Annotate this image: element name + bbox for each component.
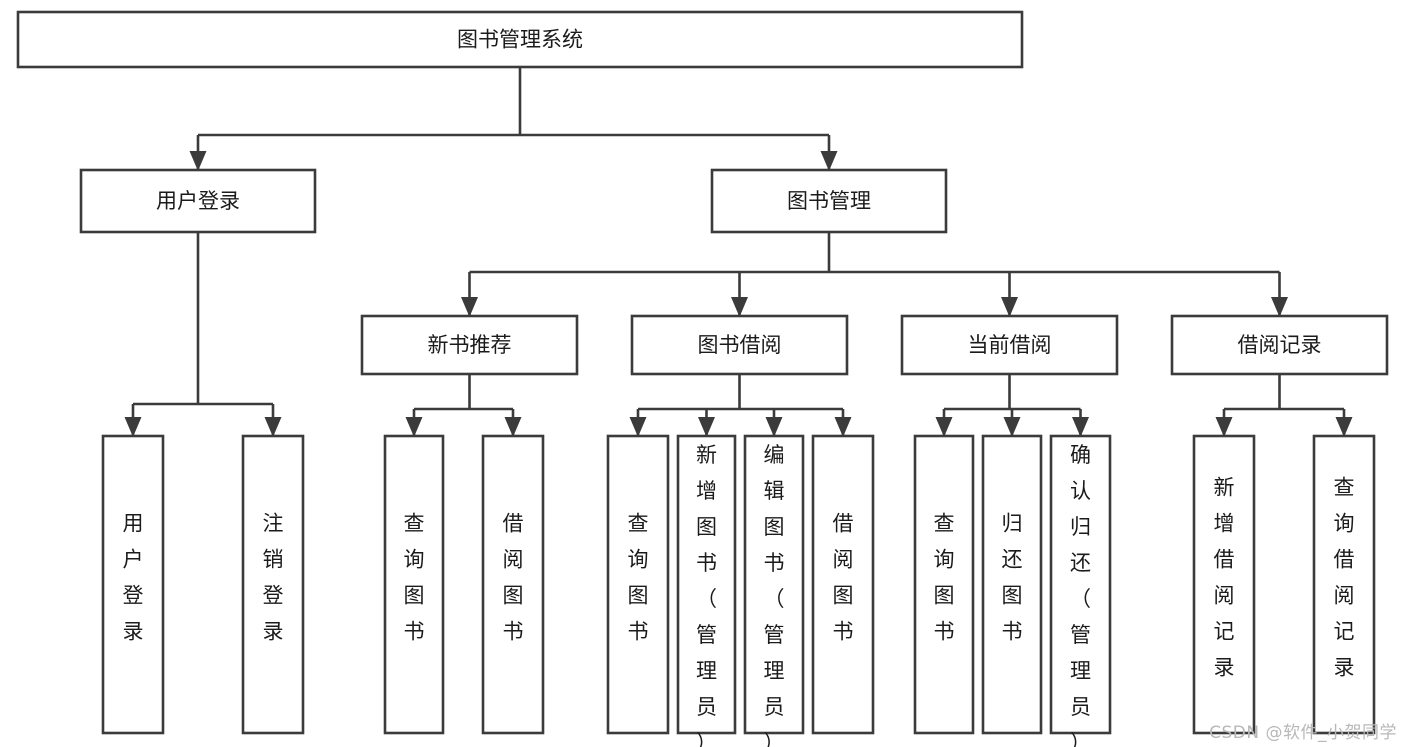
node-label: 新增图书（管理员） bbox=[696, 443, 717, 747]
node-label: 编辑图书（管理员） bbox=[764, 443, 785, 747]
node-box[interactable] bbox=[743, 434, 805, 735]
node-level2-0[interactable]: 新书推荐 bbox=[360, 314, 579, 376]
node-label: 用户登录 bbox=[156, 189, 240, 213]
arrow-head-icon bbox=[189, 151, 207, 171]
node-leaf-8[interactable]: 查询图书 bbox=[913, 434, 975, 735]
arrow-head-icon bbox=[405, 417, 423, 437]
node-leaf-2[interactable]: 查询图书 bbox=[383, 434, 445, 735]
node-box[interactable] bbox=[900, 314, 1119, 376]
node-label: 确认归还（管理员） bbox=[1070, 443, 1091, 747]
node-leaf-5[interactable]: 新增图书（管理员） bbox=[676, 434, 737, 747]
arrow-head-icon bbox=[731, 297, 748, 317]
node-level1-0[interactable]: 用户登录 bbox=[79, 168, 317, 234]
node-label: 借阅图书 bbox=[833, 512, 854, 644]
node-box[interactable] bbox=[710, 168, 948, 234]
node-box[interactable] bbox=[383, 434, 445, 735]
arrow-head-icon bbox=[264, 417, 282, 437]
node-box[interactable] bbox=[481, 434, 545, 735]
arrow-head-icon bbox=[504, 417, 522, 437]
arrow-head-icon bbox=[820, 151, 838, 171]
node-leaf-6[interactable]: 编辑图书（管理员） bbox=[743, 434, 805, 747]
node-leaf-4[interactable]: 查询图书 bbox=[606, 434, 670, 735]
arrow-head-icon bbox=[834, 417, 852, 437]
arrow-head-icon bbox=[1271, 297, 1288, 317]
node-label: 当前借阅 bbox=[968, 333, 1052, 357]
node-label: 图书管理 bbox=[787, 189, 871, 213]
node-level1-1[interactable]: 图书管理 bbox=[710, 168, 948, 234]
node-label: 新增借阅记录 bbox=[1214, 476, 1235, 680]
node-box[interactable] bbox=[101, 434, 165, 735]
arrow-head-icon bbox=[1001, 297, 1018, 317]
node-root-system[interactable]: 图书管理系统 bbox=[16, 10, 1024, 69]
arrow-head-icon bbox=[461, 297, 478, 317]
connector-layer bbox=[124, 67, 1353, 437]
arrow-head-icon bbox=[629, 417, 647, 437]
node-leaf-7[interactable]: 借阅图书 bbox=[811, 434, 875, 735]
node-label: 查询图书 bbox=[628, 512, 649, 644]
node-label: 借阅记录 bbox=[1238, 333, 1322, 357]
node-box[interactable] bbox=[630, 314, 849, 376]
node-level2-3[interactable]: 借阅记录 bbox=[1170, 314, 1389, 376]
arrow-head-icon bbox=[124, 417, 142, 437]
node-leaf-0[interactable]: 用户登录 bbox=[101, 434, 165, 735]
arrow-head-icon bbox=[698, 417, 715, 437]
node-box[interactable] bbox=[811, 434, 875, 735]
node-leaf-9[interactable]: 归还图书 bbox=[981, 434, 1043, 735]
node-leaf-11[interactable]: 新增借阅记录 bbox=[1192, 434, 1256, 735]
node-label: 图书管理系统 bbox=[457, 28, 583, 52]
node-leaf-1[interactable]: 注销登录 bbox=[241, 434, 305, 735]
node-leaf-10[interactable]: 确认归还（管理员） bbox=[1049, 434, 1112, 747]
node-layer: 图书管理系统用户登录图书管理新书推荐图书借阅当前借阅借阅记录用户登录注销登录查询… bbox=[16, 10, 1389, 747]
arrow-head-icon bbox=[935, 417, 953, 437]
node-label: 借阅图书 bbox=[503, 512, 524, 644]
node-box[interactable] bbox=[981, 434, 1043, 735]
node-box[interactable] bbox=[1170, 314, 1389, 376]
arrow-head-icon bbox=[765, 417, 783, 437]
node-box[interactable] bbox=[16, 10, 1024, 69]
node-level2-2[interactable]: 当前借阅 bbox=[900, 314, 1119, 376]
node-box[interactable] bbox=[676, 434, 737, 735]
node-box[interactable] bbox=[1049, 434, 1112, 735]
node-box[interactable] bbox=[1192, 434, 1256, 735]
node-label: 归还图书 bbox=[1002, 512, 1023, 644]
arrow-head-icon bbox=[1215, 417, 1233, 437]
node-label: 查询图书 bbox=[404, 512, 425, 644]
node-box[interactable] bbox=[1312, 434, 1376, 735]
node-box[interactable] bbox=[606, 434, 670, 735]
node-label: 查询借阅记录 bbox=[1334, 476, 1355, 680]
node-box[interactable] bbox=[360, 314, 579, 376]
arrow-head-icon bbox=[1003, 417, 1021, 437]
arrow-head-icon bbox=[1335, 417, 1353, 437]
node-label: 注销登录 bbox=[263, 512, 284, 644]
node-leaf-12[interactable]: 查询借阅记录 bbox=[1312, 434, 1376, 735]
node-label: 图书借阅 bbox=[698, 333, 782, 357]
node-leaf-3[interactable]: 借阅图书 bbox=[481, 434, 545, 735]
node-label: 用户登录 bbox=[123, 512, 144, 644]
node-label: 新书推荐 bbox=[428, 333, 512, 357]
node-box[interactable] bbox=[79, 168, 317, 234]
node-level2-1[interactable]: 图书借阅 bbox=[630, 314, 849, 376]
arrow-head-icon bbox=[1072, 417, 1089, 437]
node-box[interactable] bbox=[913, 434, 975, 735]
node-box[interactable] bbox=[241, 434, 305, 735]
node-label: 查询图书 bbox=[934, 512, 955, 644]
